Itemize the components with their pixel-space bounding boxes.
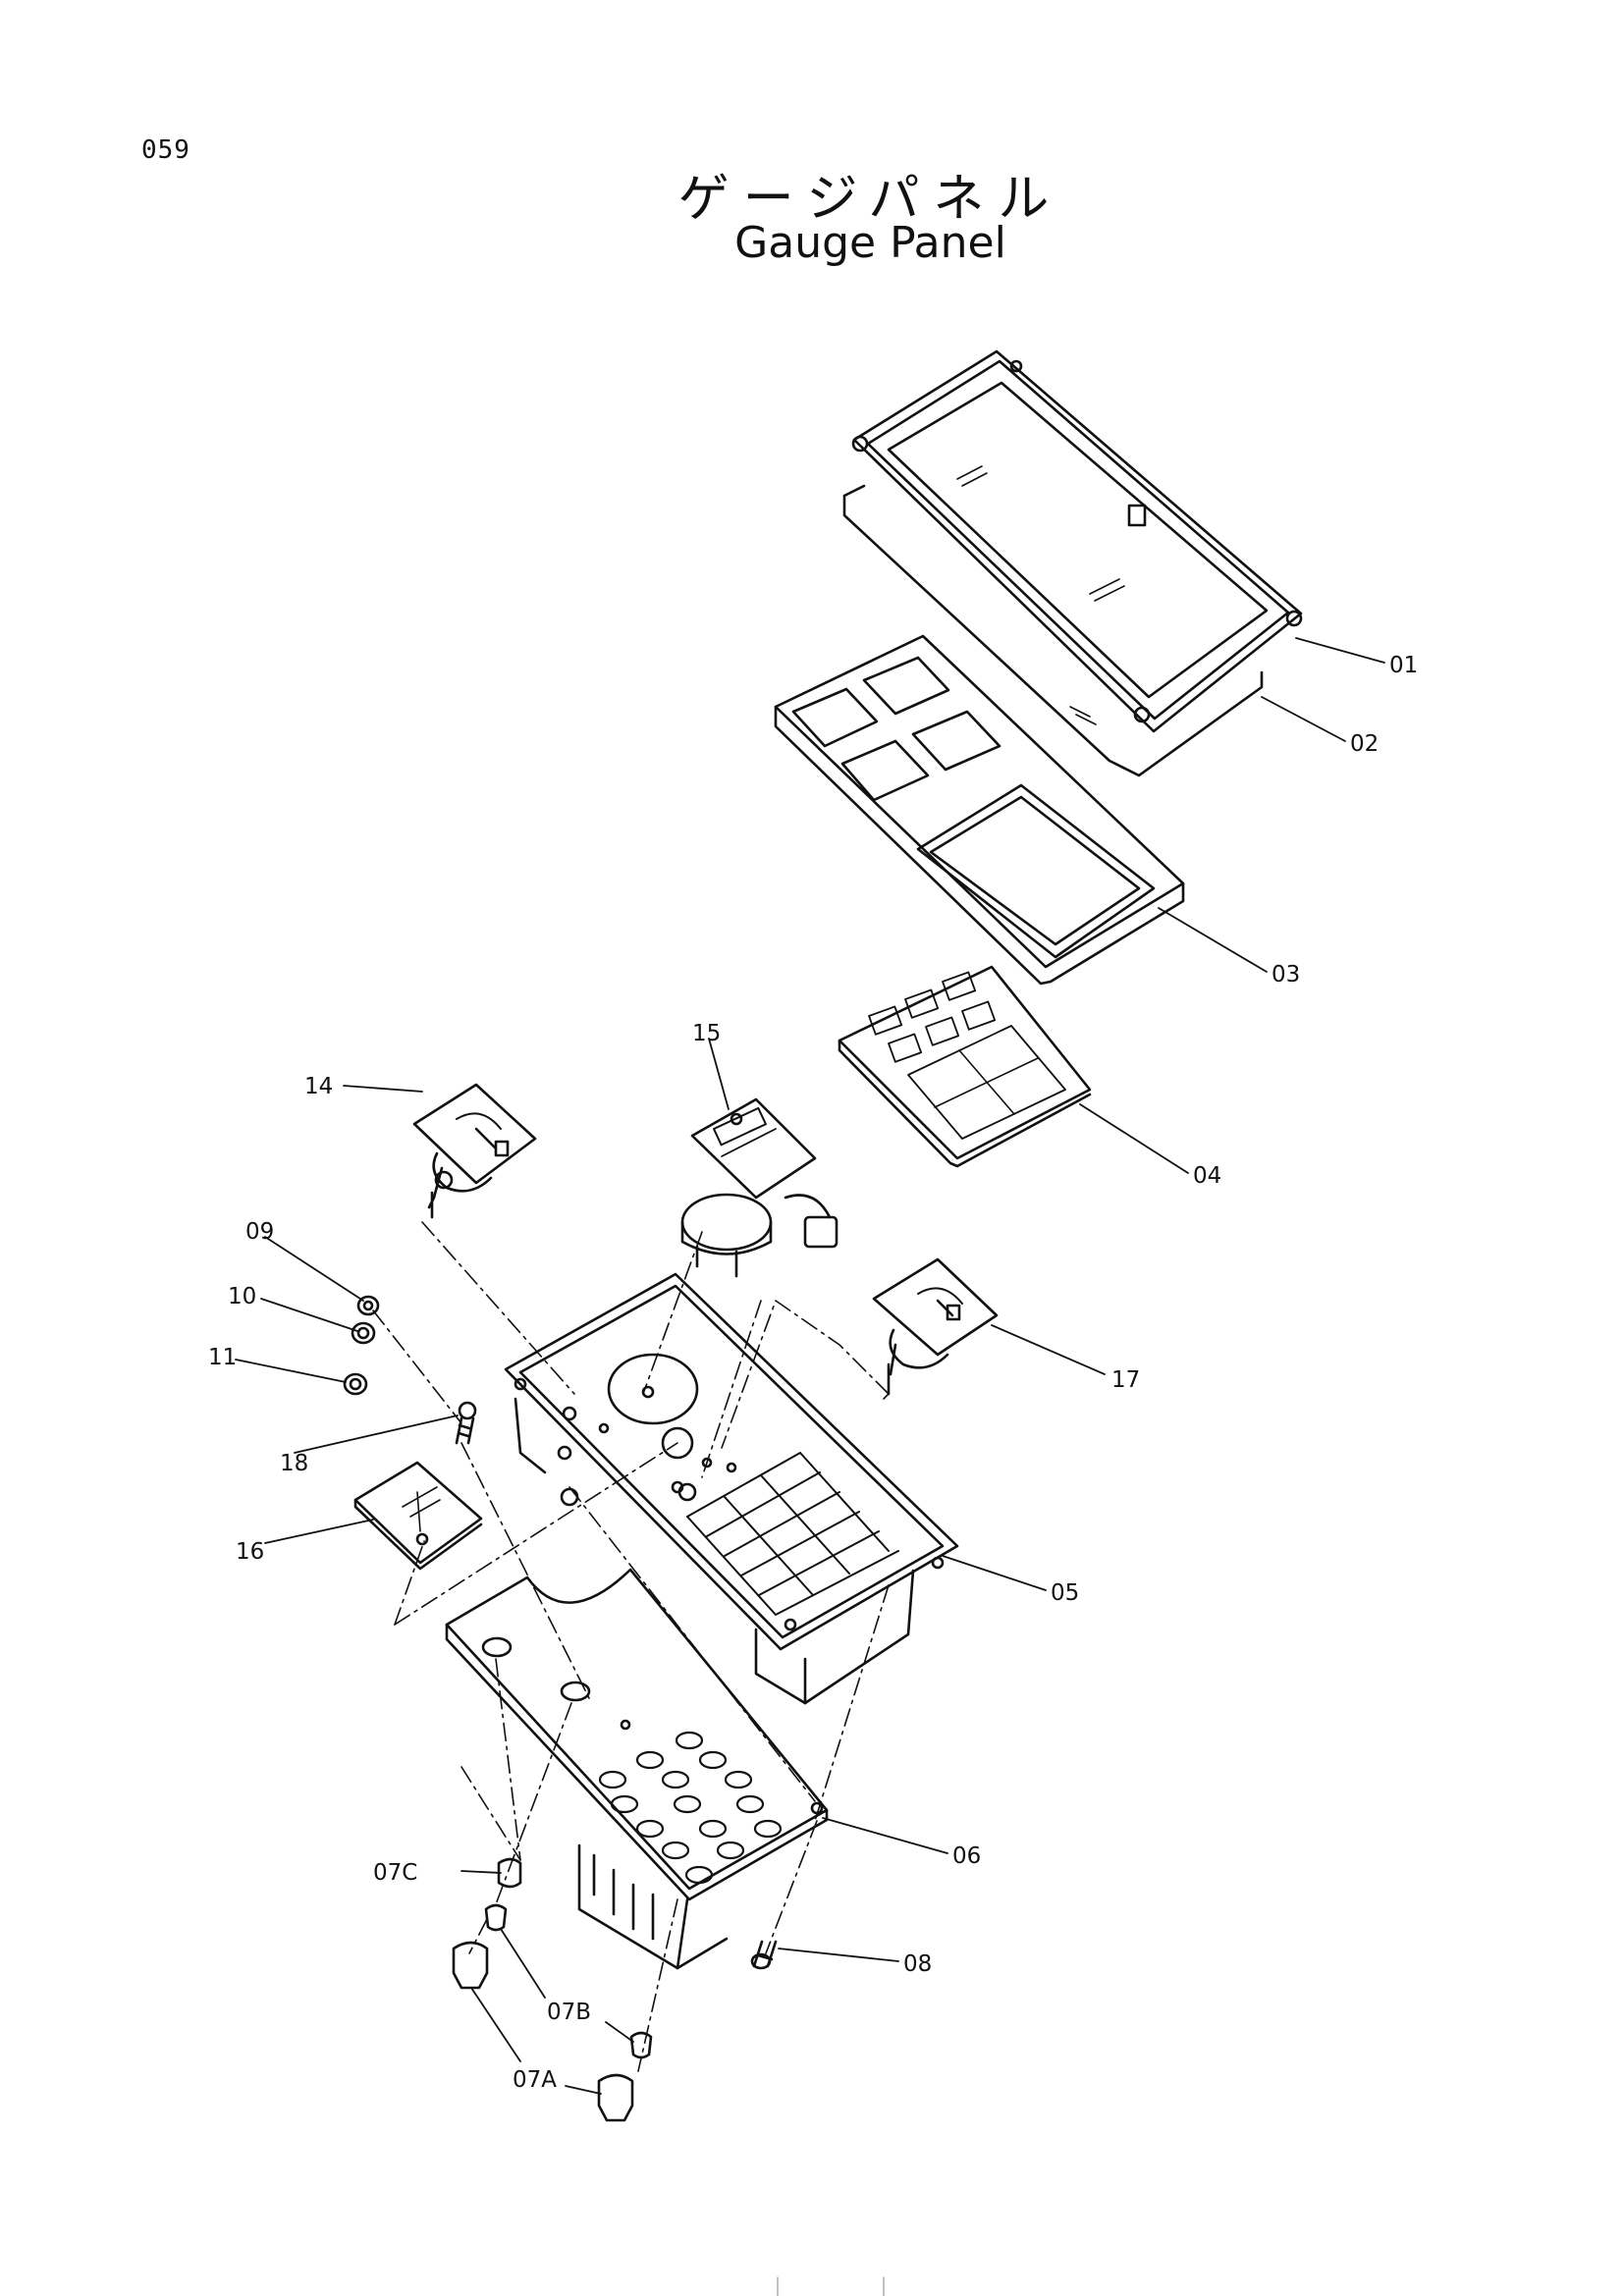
part-06-bottom-cover — [445, 1568, 829, 1970]
part-16-plate — [353, 1461, 483, 1571]
label-07c: 07C — [373, 1860, 417, 1886]
leader-lines — [235, 637, 1385, 2095]
part-number-labels: 01 02 03 04 05 06 07C 08 07B 07A 14 15 1… — [208, 653, 1418, 2093]
label-10: 10 — [228, 1284, 256, 1309]
part-09-nut — [356, 1295, 380, 1316]
part-11-nut — [343, 1372, 368, 1396]
label-08: 08 — [903, 1951, 932, 1977]
page-number: 059 — [141, 135, 190, 165]
part-15-hour-meter — [680, 1097, 839, 1278]
part-14-gauge — [412, 1083, 537, 1219]
title-english: Gauge Panel — [734, 218, 1006, 268]
assembly-center-lines — [372, 1221, 890, 2072]
label-06: 06 — [952, 1843, 981, 1869]
label-03: 03 — [1271, 962, 1300, 988]
label-14: 14 — [304, 1074, 333, 1099]
label-09: 09 — [245, 1219, 274, 1245]
scan-marks — [777, 2276, 885, 2296]
label-17: 17 — [1111, 1367, 1140, 1393]
label-18: 18 — [280, 1451, 308, 1476]
part-17-gauge — [872, 1257, 999, 1396]
label-01: 01 — [1389, 653, 1418, 678]
part-10-washer — [351, 1321, 376, 1345]
label-04: 04 — [1193, 1163, 1221, 1189]
part-05-case — [504, 1272, 959, 1705]
part-02-back-plate — [842, 484, 1264, 777]
label-05: 05 — [1051, 1580, 1079, 1606]
title-japanese: ゲージパネル — [677, 170, 1063, 229]
part-07c-cap — [497, 1857, 522, 1889]
label-16: 16 — [236, 1539, 264, 1565]
part-07a-socket — [452, 1941, 634, 2122]
part-04-label-sheet — [838, 965, 1092, 1168]
part-01-bezel-frame — [851, 349, 1303, 733]
part-08-screw — [750, 1940, 778, 1970]
label-02: 02 — [1350, 731, 1379, 757]
part-03-window-frame — [774, 634, 1185, 986]
label-07b: 07B — [547, 2000, 591, 2025]
part-07b-bulb — [484, 1903, 653, 2059]
label-11: 11 — [208, 1345, 237, 1370]
label-07a: 07A — [513, 2067, 557, 2093]
label-15: 15 — [692, 1021, 721, 1046]
part-18-screw — [455, 1401, 477, 1445]
